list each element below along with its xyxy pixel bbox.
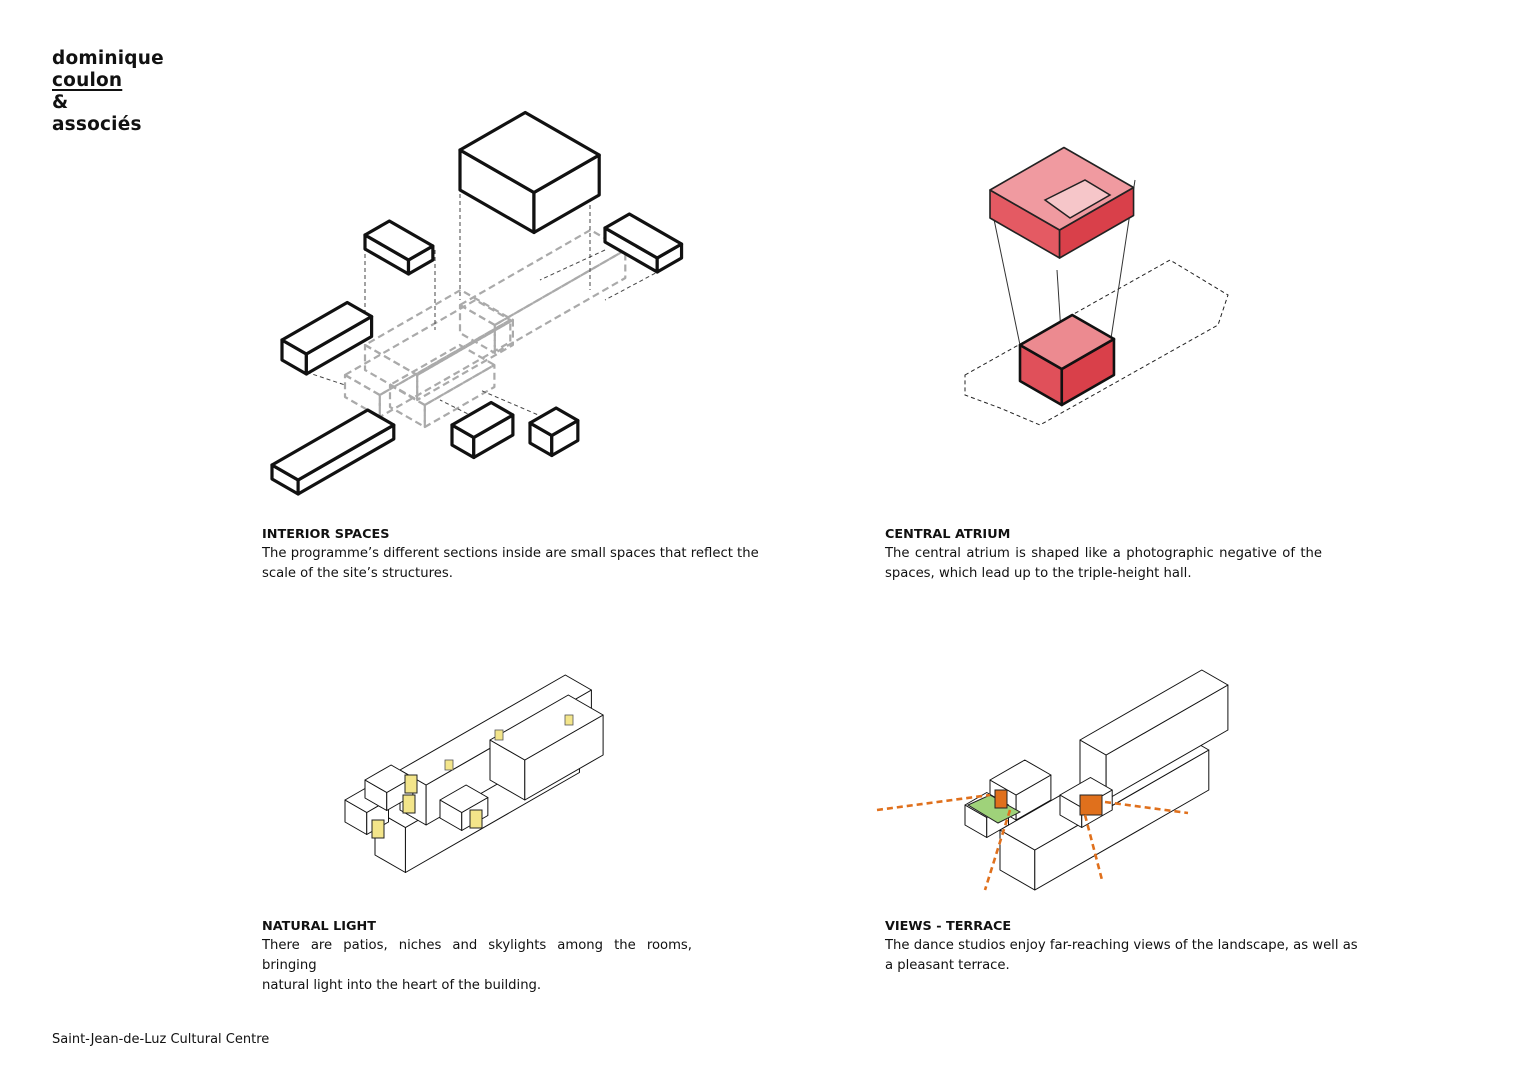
guide-line	[479, 389, 551, 421]
skylight	[494, 729, 504, 741]
light-niche	[404, 774, 418, 794]
box-face	[528, 406, 580, 438]
caption-text: scale of the site’s structures.	[262, 566, 453, 581]
guide-line	[539, 249, 606, 281]
guide-line	[989, 199, 1021, 346]
caption-title: VIEWS - TERRACE	[885, 919, 1012, 934]
box-face	[493, 248, 627, 355]
box-face	[423, 363, 496, 429]
caption-title: NATURAL LIGHT	[262, 919, 376, 934]
box-face	[458, 110, 601, 195]
studio-window	[1079, 794, 1103, 816]
skylight	[564, 714, 574, 726]
skylight	[444, 759, 454, 771]
light-niche	[371, 819, 385, 839]
caption-text: spaces, which lead up to the triple-heig…	[885, 566, 1192, 581]
box-face	[343, 298, 512, 397]
logo-line: associés	[52, 114, 142, 135]
central-atrium-diagram	[964, 146, 1229, 426]
box-face	[450, 400, 515, 440]
views-terrace-diagram	[876, 669, 1229, 891]
box-face	[1079, 669, 1229, 756]
firm-logo: dominique coulon & associés	[52, 48, 164, 136]
light-niche	[402, 794, 416, 814]
site-outline	[964, 259, 1229, 426]
box-face	[416, 318, 515, 402]
terrace	[966, 794, 1022, 824]
view-line	[983, 809, 1012, 891]
interior-spaces-diagram	[270, 110, 684, 496]
box-face	[363, 288, 515, 377]
box-face	[603, 212, 684, 260]
caption-central-atrium: CENTRAL ATRIUM The central atrium is sha…	[885, 526, 1322, 584]
box-face	[439, 784, 489, 813]
view-line	[1104, 800, 1189, 815]
studio-window	[994, 789, 1008, 809]
view-line	[1083, 814, 1104, 881]
box-face	[343, 373, 381, 419]
box-face	[388, 343, 496, 407]
caption-natural-light: NATURAL LIGHT There are patios, niches a…	[262, 918, 692, 996]
box-face	[363, 219, 435, 262]
box-face	[270, 408, 396, 482]
view-line	[876, 793, 991, 812]
caption-text: The central atrium is shaped like a phot…	[885, 546, 1322, 561]
caption-text: a pleasant terrace.	[885, 958, 1010, 973]
caption-interior-spaces: INTERIOR SPACES The programme’s differen…	[262, 526, 759, 584]
box-face	[363, 343, 419, 402]
box-face	[280, 300, 374, 356]
box-face	[1018, 313, 1116, 371]
logo-line: coulon	[52, 70, 123, 91]
natural-light-diagram	[344, 674, 604, 873]
box-face	[489, 694, 604, 761]
box-face	[378, 318, 512, 419]
project-title: Saint-Jean-de-Luz Cultural Centre	[52, 1032, 270, 1047]
caption-text: The programme’s different sections insid…	[262, 546, 759, 561]
caption-text: natural light into the heart of the buil…	[262, 978, 542, 993]
light-niche	[469, 809, 483, 829]
caption-title: INTERIOR SPACES	[262, 527, 390, 542]
caption-title: CENTRAL ATRIUM	[885, 527, 1011, 542]
caption-views-terrace: VIEWS - TERRACE The dance studios enjoy …	[885, 918, 1358, 976]
box-face	[1059, 777, 1113, 808]
box-face	[989, 146, 1135, 231]
caption-text: The dance studios enjoy far-reaching vie…	[885, 938, 1358, 953]
logo-line: &	[52, 92, 69, 113]
caption-text: There are patios, niches and skylights a…	[262, 938, 692, 973]
logo-line: dominique	[52, 48, 164, 69]
atrium-void	[1043, 179, 1112, 219]
box-face	[388, 383, 426, 429]
box-face	[458, 228, 627, 327]
